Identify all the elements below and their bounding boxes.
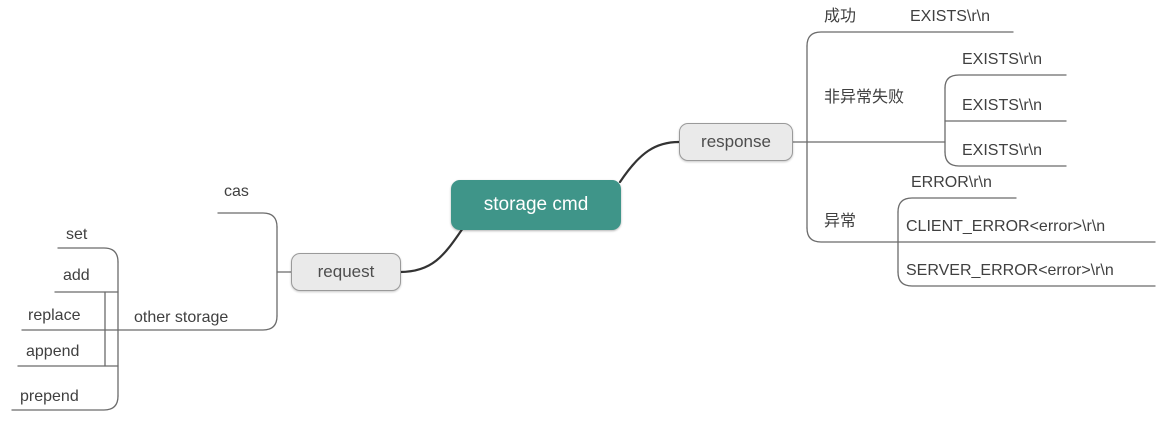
wire-root-to-request: [398, 226, 465, 274]
label-add[interactable]: add: [63, 267, 90, 284]
label-non-exception-failure[interactable]: 非异常失败: [824, 87, 905, 106]
label-exception-server-error[interactable]: SERVER_ERROR<error>\r\n: [906, 262, 1114, 279]
wire-nonexc-child-1: [944, 74, 1067, 89]
wire-otherstorage-branch: [117, 315, 278, 331]
label-append[interactable]: append: [26, 343, 80, 360]
label-exception-error[interactable]: ERROR\r\n: [911, 174, 992, 191]
label-set[interactable]: set: [66, 226, 88, 243]
wire-leaf-prepend: [11, 395, 119, 411]
root-node-label: storage cmd: [483, 194, 589, 215]
label-nonexc-exists-2[interactable]: EXISTS\r\n: [962, 97, 1043, 114]
wire-exception-branch: [806, 227, 899, 243]
wire-nonexc-child-3: [944, 151, 1067, 167]
wire-leaf-set: [57, 247, 119, 263]
label-success-exists[interactable]: EXISTS\r\n: [910, 8, 991, 25]
wire-cas-branch: [217, 212, 278, 228]
label-cas[interactable]: cas: [224, 183, 249, 200]
wire-success-branch: [806, 31, 1014, 47]
branch-node-response[interactable]: response: [679, 123, 793, 161]
branch-node-response-label: response: [701, 132, 771, 151]
wire-root-to-response: [618, 140, 681, 184]
label-other-storage[interactable]: other storage: [134, 309, 229, 326]
label-success[interactable]: 成功: [824, 6, 857, 25]
wire-exception-child-1: [897, 197, 1017, 213]
label-exception[interactable]: 异常: [824, 211, 857, 230]
label-exception-client-error[interactable]: CLIENT_ERROR<error>\r\n: [906, 218, 1106, 235]
root-node-storage-cmd[interactable]: storage cmd: [451, 180, 621, 230]
branch-node-request[interactable]: request: [291, 253, 401, 291]
wire-exception-child-3: [897, 271, 1156, 287]
label-prepend[interactable]: prepend: [20, 388, 79, 405]
label-nonexc-exists-1[interactable]: EXISTS\r\n: [962, 51, 1043, 68]
label-nonexc-exists-3[interactable]: EXISTS\r\n: [962, 142, 1043, 159]
branch-node-request-label: request: [317, 262, 375, 281]
label-replace[interactable]: replace: [28, 307, 81, 324]
